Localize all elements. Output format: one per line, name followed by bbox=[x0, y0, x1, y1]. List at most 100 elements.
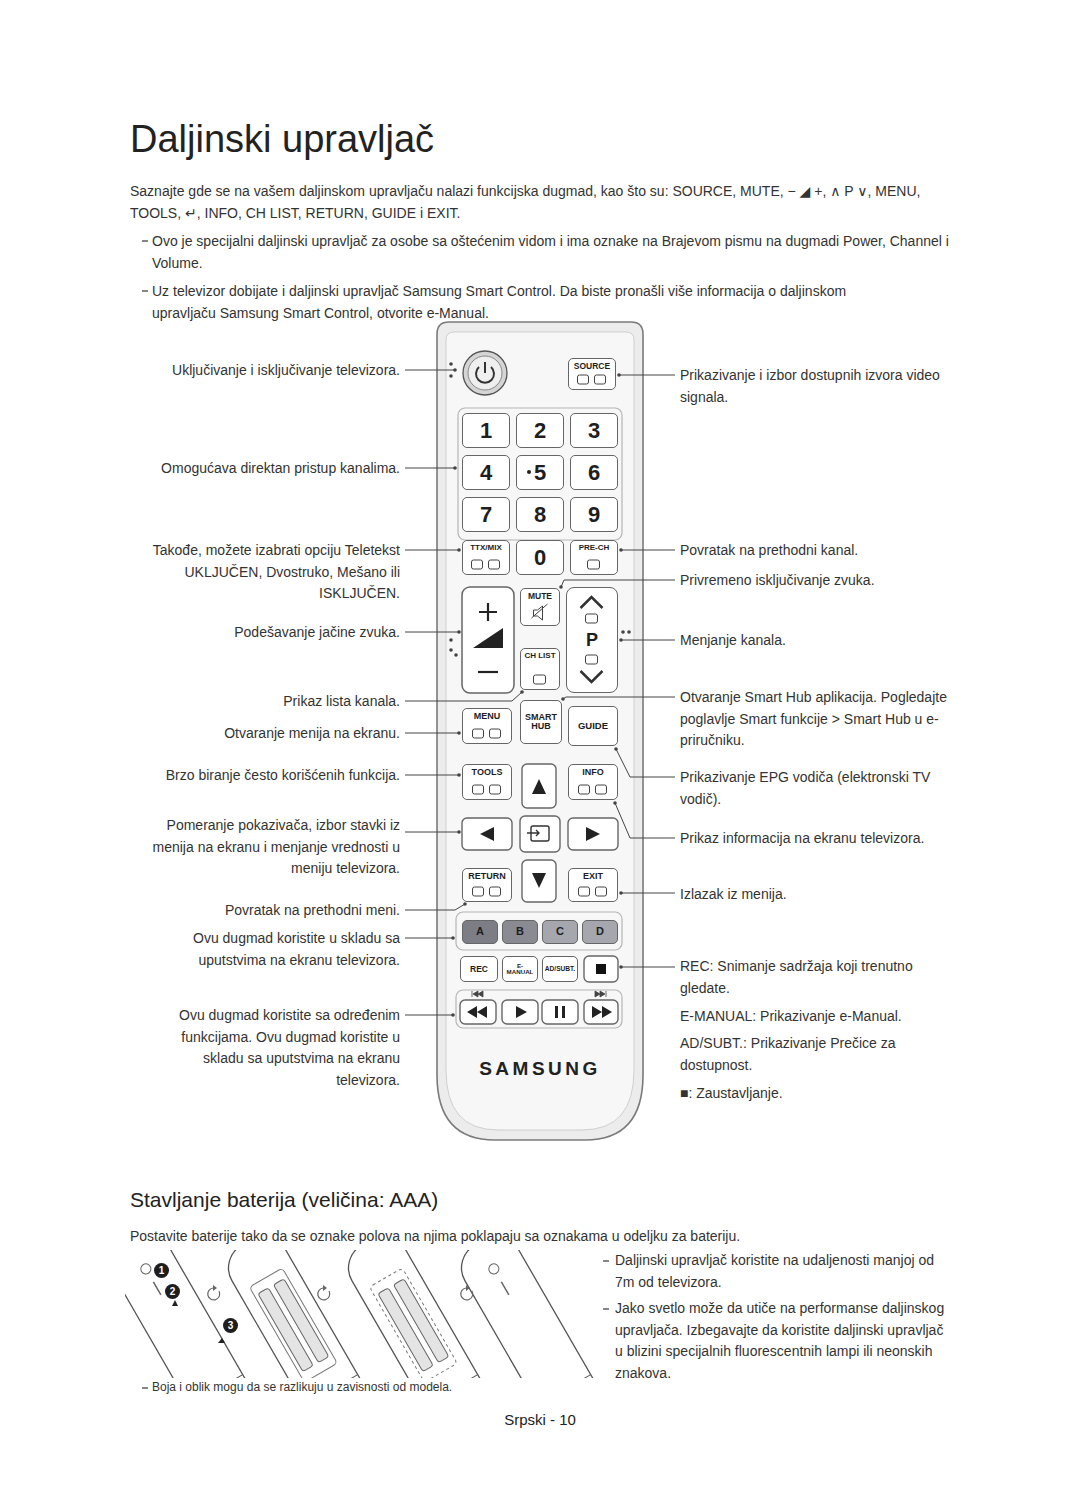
leader-line bbox=[561, 580, 675, 587]
callout-number: 1 bbox=[154, 1263, 169, 1278]
leader-line bbox=[563, 697, 675, 699]
remote-button: MENU bbox=[462, 708, 512, 744]
remote-button: 6 bbox=[570, 455, 618, 490]
button-label: A bbox=[476, 926, 484, 938]
button-label: GUIDE bbox=[578, 721, 608, 731]
bullet-dash bbox=[142, 1387, 148, 1388]
remote-button: TOOLS bbox=[462, 764, 512, 800]
intro-text: Saznajte gde se na vašem daljinskom upra… bbox=[130, 181, 960, 224]
callout-text: AD/SUBT.: Prikazivanje Prečice za dostup… bbox=[680, 1033, 940, 1076]
callout-text: ■: Zaustavljanje. bbox=[680, 1083, 940, 1105]
button-label: 2 bbox=[534, 419, 546, 442]
leader-line bbox=[621, 893, 675, 894]
callout-text: Prikazivanje EPG vodiča (elektronski TV … bbox=[680, 767, 970, 810]
bullet-dash bbox=[142, 290, 148, 291]
bullet-dash bbox=[142, 240, 148, 241]
callout-text: Takođe, možete izabrati opciju Teletekst… bbox=[130, 540, 400, 605]
button-label: 4 bbox=[480, 461, 492, 484]
callout-text: Prikaz informacija na ekranu televizora. bbox=[680, 828, 970, 850]
callout-text: Uključivanje i isključivanje televizora. bbox=[160, 360, 400, 382]
button-label: AD/SUBT. bbox=[545, 966, 575, 973]
leader-line bbox=[405, 733, 459, 734]
callout-text: Prikaz lista kanala. bbox=[150, 691, 400, 713]
remote-housing bbox=[437, 322, 643, 1140]
leader-dot bbox=[453, 368, 457, 372]
button-label: TOOLS bbox=[472, 768, 503, 777]
button-label: REC bbox=[470, 965, 488, 974]
callout-text: Pomeranje pokazivača, izbor stavki iz me… bbox=[130, 815, 400, 880]
remote-button: 5 bbox=[516, 455, 564, 490]
leader-line bbox=[616, 749, 675, 777]
callout-text: REC: Snimanje sadržaja koji trenutno gle… bbox=[680, 956, 950, 999]
remote-button: C bbox=[542, 920, 578, 944]
page-number: Srpski - 10 bbox=[470, 1408, 610, 1431]
leader-line bbox=[405, 938, 453, 939]
button-label: 6 bbox=[588, 461, 600, 484]
leader-dot bbox=[613, 801, 617, 805]
remote-button: A bbox=[462, 920, 498, 944]
leader-line bbox=[405, 1015, 453, 1016]
leader-dot bbox=[520, 690, 524, 694]
button-label: 5 bbox=[534, 461, 546, 484]
leader-line bbox=[621, 640, 675, 641]
button-label: C bbox=[556, 926, 564, 938]
callout-text: Brzo biranje često korišćenih funkcija. bbox=[120, 765, 400, 787]
bullet-dash bbox=[603, 1308, 609, 1309]
callout-text: Otvaranje menija na ekranu. bbox=[150, 723, 400, 745]
button-label: RETURN bbox=[468, 872, 506, 881]
leader-line bbox=[405, 370, 455, 371]
leader-dot bbox=[463, 902, 467, 906]
remote-button: 2 bbox=[516, 413, 564, 448]
leader-line bbox=[621, 967, 675, 968]
body-text: Postavite baterije tako da se oznake pol… bbox=[130, 1226, 960, 1248]
remote-button: 7 bbox=[462, 497, 510, 532]
remote-button: INFO bbox=[568, 764, 618, 800]
leader-line bbox=[621, 550, 675, 551]
remote-button: EXIT bbox=[568, 868, 618, 902]
leader-line bbox=[405, 775, 459, 776]
callout-text: Otvaranje Smart Hub aplikacija. Pogledaj… bbox=[680, 687, 970, 752]
callout-text: Omogućava direktan pristup kanalima. bbox=[140, 458, 400, 480]
note-text: Jako svetlo može da utiče na performanse… bbox=[615, 1298, 945, 1385]
leader-dot bbox=[619, 638, 623, 642]
remote-button: 1 bbox=[462, 413, 510, 448]
button-label: TTX/MIX bbox=[470, 544, 502, 552]
button-label: 3 bbox=[588, 419, 600, 442]
remote-button: SMART HUB bbox=[520, 700, 562, 744]
remote-button: 0 bbox=[516, 540, 564, 575]
button-label: 7 bbox=[480, 503, 492, 526]
leader-dot bbox=[457, 830, 461, 834]
leader-dot bbox=[457, 630, 461, 634]
remote-face bbox=[446, 332, 634, 1130]
leader-line bbox=[615, 803, 675, 838]
callout-text: Ovu dugmad koristite sa određenim funkci… bbox=[150, 1005, 400, 1092]
remote-button: 9 bbox=[570, 497, 618, 532]
button-label: INFO bbox=[582, 768, 604, 777]
button-label: D bbox=[596, 926, 604, 938]
button-label: MUTE bbox=[528, 592, 552, 601]
leader-line bbox=[405, 550, 459, 551]
leader-line bbox=[405, 904, 465, 910]
leader-line bbox=[405, 832, 459, 833]
button-label: CH LIST bbox=[524, 652, 555, 660]
leader-line bbox=[405, 468, 455, 469]
leader-dot bbox=[559, 585, 563, 589]
leader-dot bbox=[451, 936, 455, 940]
button-label: E-MANUAL bbox=[504, 963, 536, 976]
callout-text: Prikazivanje i izbor dostupnih izvora vi… bbox=[680, 365, 980, 408]
leader-dot bbox=[619, 891, 623, 895]
remote-button: RETURN bbox=[462, 868, 512, 902]
button-label: SOURCE bbox=[574, 362, 610, 371]
remote-button: MUTE bbox=[520, 588, 560, 626]
note-text: Uz televizor dobijate i daljinski upravl… bbox=[152, 281, 912, 324]
callout-text: E-MANUAL: Prikazivanje e-Manual. bbox=[680, 1006, 960, 1028]
brand-logo: SAMSUNG bbox=[437, 1058, 643, 1080]
leader-dot bbox=[457, 773, 461, 777]
leader-dot bbox=[451, 1013, 455, 1017]
leader-dot bbox=[453, 466, 457, 470]
button-label: 9 bbox=[588, 503, 600, 526]
remote-control: SAMSUNGSOURCE123456789TTX/MIX0PRE-CHMUTE… bbox=[437, 322, 643, 1140]
remote-button: REC bbox=[460, 956, 498, 982]
button-label: P bbox=[586, 631, 598, 650]
battery-figure bbox=[125, 1250, 595, 1378]
